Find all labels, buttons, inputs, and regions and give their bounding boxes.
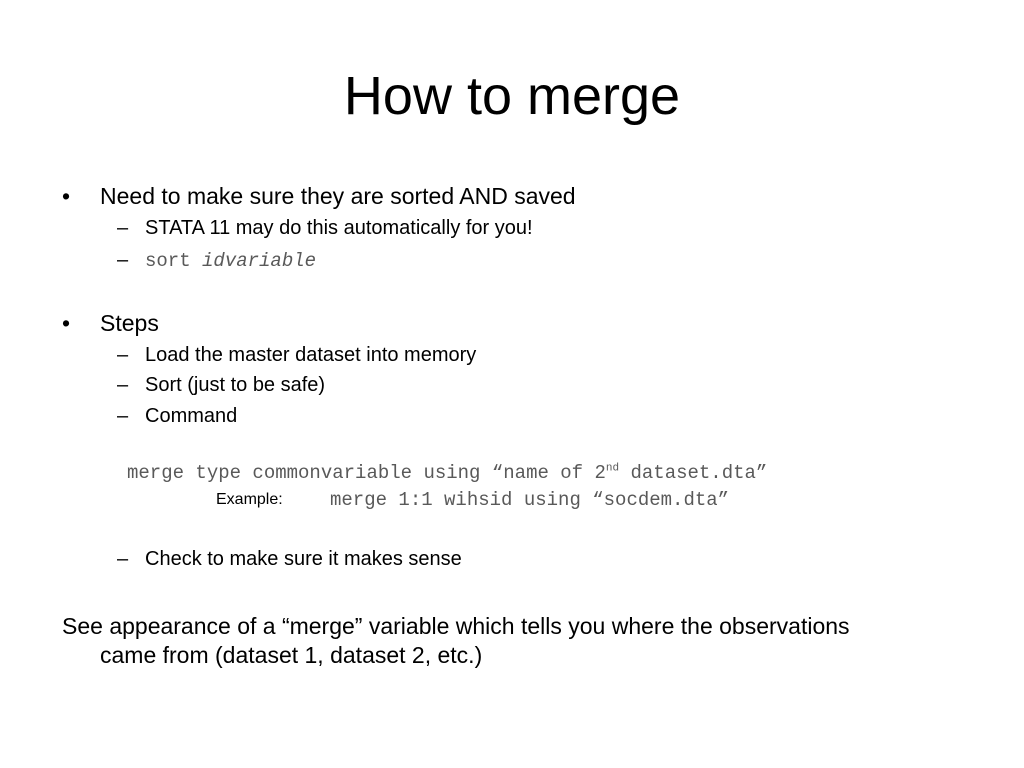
merge-syntax-part2: dataset.dta”: [619, 462, 768, 484]
step-check: Check to make sure it makes sense: [145, 548, 462, 570]
dash: –: [117, 374, 129, 396]
dash: –: [117, 249, 129, 271]
bullet-dot: •: [62, 183, 71, 209]
dash: –: [117, 405, 129, 427]
bullet-steps: Steps: [100, 310, 159, 336]
slide-title: How to merge: [343, 66, 681, 126]
example-label: Example:: [216, 491, 283, 508]
step-sort: Sort (just to be safe): [145, 374, 326, 396]
bullet-sorted-saved: Need to make sure they are sorted AND sa…: [100, 183, 576, 209]
sort-keyword: sort: [145, 250, 203, 272]
example-code: merge 1:1 wihsid using “socdem.dta”: [330, 489, 730, 511]
sub-sort-command: sort idvariable: [145, 248, 316, 273]
sub-stata-11: STATA 11 may do this automatically for y…: [145, 217, 533, 239]
dash: –: [117, 217, 129, 239]
footer-line-1: See appearance of a “merge” variable whi…: [62, 613, 850, 639]
dash: –: [117, 344, 129, 366]
bullet-dot: •: [62, 310, 71, 336]
merge-syntax-sup: nd: [605, 462, 620, 475]
merge-syntax-part1: merge type commonvariable using “name of…: [127, 462, 606, 484]
step-load-master: Load the master dataset into memory: [145, 344, 477, 366]
merge-syntax: merge type commonvariable using “name of…: [127, 461, 767, 485]
dash: –: [117, 548, 129, 570]
sort-argument: idvariable: [202, 250, 317, 272]
footer-line-2: came from (dataset 1, dataset 2, etc.): [100, 642, 483, 668]
step-command: Command: [145, 405, 238, 427]
